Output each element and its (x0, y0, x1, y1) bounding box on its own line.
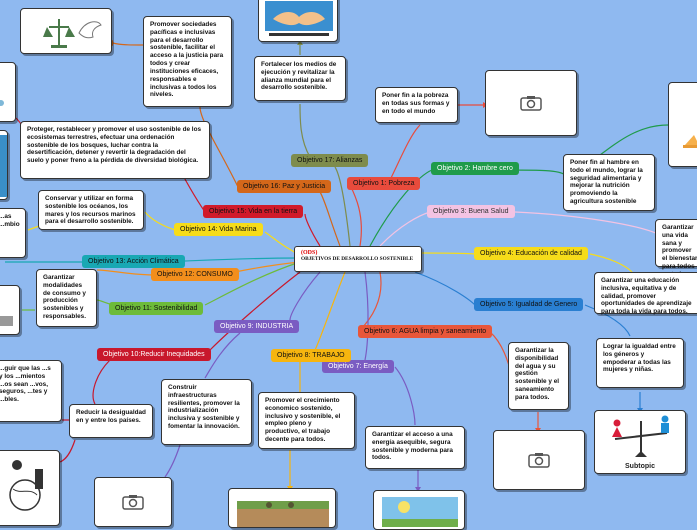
image-objetivo-10 (0, 450, 60, 526)
topic-objetivo-5[interactable]: Objetivo 5: Igualdad de Genero (474, 298, 584, 311)
box-objetivo-14[interactable]: Conservar y utilizar en forma sostenible… (38, 190, 144, 230)
box-objetivo-7[interactable]: Garantizar el acceso a una energía asequ… (365, 426, 465, 469)
camera-icon (122, 495, 144, 510)
topic-objetivo-1[interactable]: Objetivo 1: Pobreza (347, 177, 421, 190)
topic-objetivo-13[interactable]: Objetivo 13: Acción Climática (82, 255, 185, 268)
box-objetivo-9[interactable]: Construir infraestructuras resilientes, … (161, 379, 252, 445)
image-equality-scale: Subtopic (594, 410, 686, 474)
central-line1: (ODS) (301, 250, 318, 256)
topic-objetivo-7[interactable]: Objetivo 7: Energía (322, 360, 394, 373)
topic-objetivo-14[interactable]: Objetivo 14: Vida Marina (174, 223, 263, 236)
image-objetivo-7 (373, 490, 465, 530)
image-placeholder-objetivo-9[interactable] (94, 477, 172, 527)
image-placeholder-objetivo-1[interactable] (485, 70, 577, 136)
image-objetivo-16 (20, 8, 112, 54)
box-objetivo-4[interactable]: Garantizar una educación inclusiva, equi… (594, 272, 697, 315)
subtopic-label: Subtopic (625, 463, 655, 470)
central-line2: OBJETIVOS DE DESARROLLO SOSTENIBLE (301, 256, 414, 262)
box-objetivo-5[interactable]: Lograr la igualdad entre los géneros y e… (596, 338, 684, 388)
workers-field-icon (237, 501, 329, 527)
marine-life-icon (0, 135, 7, 197)
box-objetivo-11[interactable]: Garantizar modalidades de consumo y prod… (36, 269, 97, 327)
box-objetivo-2[interactable]: Poner fin al hambre en todo el mundo, lo… (563, 154, 655, 211)
central-node[interactable]: (ODS) OBJETIVOS DE DESARROLLO SOSTENIBLE (294, 246, 422, 272)
topic-objetivo-16[interactable]: Objetivo 16: Paz y Justicia (237, 180, 332, 193)
city-icon (0, 316, 13, 326)
topic-objetivo-2[interactable]: Objetivo 2: Hambre cero (431, 162, 519, 175)
topic-objetivo-3[interactable]: Objetivo 3: Buena Salud (427, 205, 515, 218)
gender-equality-scale-icon (612, 415, 669, 457)
topic-objetivo-11[interactable]: Objetivo 11: Sostenibilidad (109, 302, 204, 315)
box-objetivo-13-partial[interactable]: ...as ...mbio (0, 208, 26, 258)
camera-icon (528, 453, 550, 468)
box-objetivo-3[interactable]: Garantizar una vida sana y promover el b… (655, 219, 697, 286)
food-bowl-icon (683, 135, 697, 148)
box-objetivo-15[interactable]: Proteger, restablecer y promover el uso … (20, 121, 210, 179)
box-objetivo-17[interactable]: Fortalecer los medios de ejecución y rev… (254, 56, 346, 101)
peace-dove-scales-icon (43, 19, 102, 48)
topic-objetivo-17[interactable]: Objetivo 17: Alianzas (291, 154, 369, 167)
topic-objetivo-6[interactable]: Objetivo 6: AGUA limpia y saneamiento (358, 325, 493, 338)
globe-people-icon (9, 460, 43, 511)
box-objetivo-8[interactable]: Promover el crecimiento economico sosten… (258, 392, 355, 449)
box-objetivo-1[interactable]: Poner fin a la pobreza en todas sus form… (375, 87, 458, 123)
box-objetivo-6[interactable]: Garantizar la disponibilidad del agua y … (508, 342, 569, 410)
topic-objetivo-9[interactable]: Objetivo 9: INDUSTRIA (214, 320, 300, 333)
image-objetivo-8 (228, 488, 336, 528)
topic-objetivo-10[interactable]: Objetivo 10:Reducir Inequidades (97, 348, 211, 361)
image-objetivo-15 (0, 62, 16, 122)
box-objetivo-10[interactable]: Reducir la desigualdad en y entre los pa… (69, 404, 153, 438)
image-objetivo-17 (258, 0, 338, 42)
topic-objetivo-12[interactable]: Objetivo 12: CONSUMO (151, 268, 239, 281)
camera-icon (520, 96, 542, 111)
image-objetivo-11 (0, 285, 20, 335)
box-objetivo-10-partial[interactable]: ...guir que las ...s y los ...mientos ..… (0, 360, 62, 422)
image-placeholder-objetivo-6[interactable] (493, 430, 585, 490)
image-objetivo-14 (0, 130, 8, 200)
topic-objetivo-15[interactable]: Objetivo 15: Vida en la tierra (203, 205, 304, 218)
handshake-icon (265, 1, 333, 36)
topic-objetivo-4[interactable]: Objetivo 4: Educación de calidad (474, 247, 588, 260)
topic-objetivo-8[interactable]: Objetivo 8: TRABAJO (271, 349, 351, 362)
box-objetivo-16[interactable]: Promover sociedades pacíficas e inclusiv… (143, 16, 232, 107)
image-objetivo-2 (668, 82, 697, 167)
land-life-icon (0, 100, 4, 106)
solar-energy-icon (382, 497, 458, 527)
